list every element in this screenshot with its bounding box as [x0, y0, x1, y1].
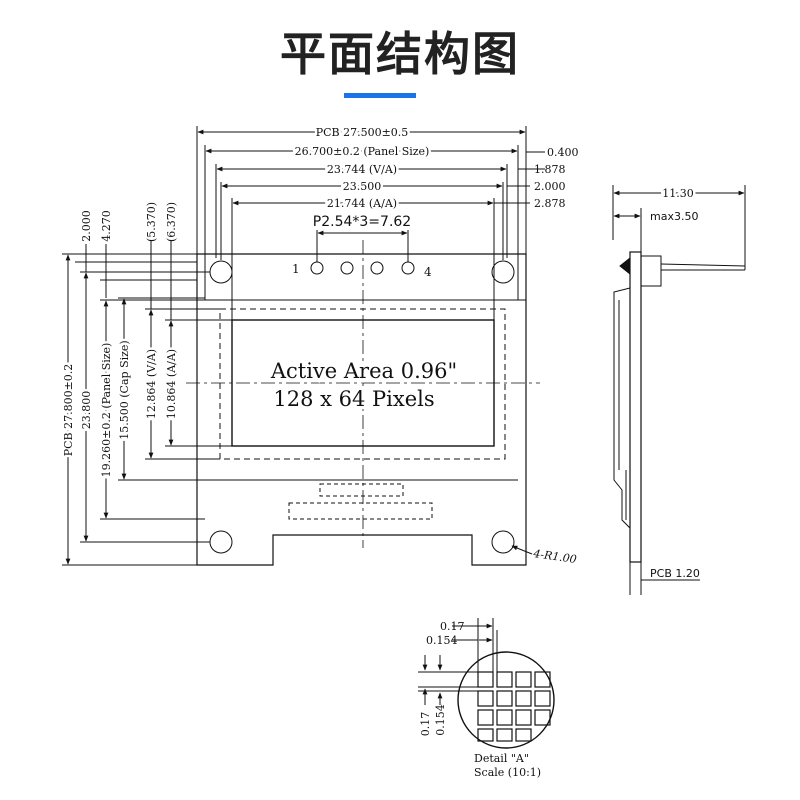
label-pin-last: 4: [424, 265, 432, 279]
label-side-max: max3.50: [650, 210, 698, 223]
fpc-block: [288, 502, 433, 520]
label-va-width: 23.744 (V/A): [327, 163, 397, 176]
hole-leader: [511, 545, 533, 555]
label-pitch: P2.54*3=7.62: [313, 214, 411, 230]
side-panel: [613, 287, 631, 529]
side-view: [612, 185, 746, 595]
pin-4: [401, 261, 415, 275]
detail-circle: [457, 651, 555, 749]
label-side-width: 11.30: [662, 187, 694, 200]
label-pin-first: 1: [292, 262, 300, 276]
label-detail-017-top: 0.17: [440, 620, 465, 633]
pcb-outline: [196, 253, 527, 566]
label-aa-width: 21.744 (A/A): [327, 197, 397, 210]
mount-hole-top-left: [209, 260, 233, 284]
label-pcb-width: PCB 27.500±0.5: [316, 126, 409, 139]
mount-hole-top-right: [491, 260, 515, 284]
label-panel-height: 19.260±0.2 (Panel Size): [100, 343, 113, 478]
detail-a: [418, 618, 555, 749]
pixel-grid: [477, 671, 551, 742]
front-view: [62, 126, 545, 566]
label-2000-v: 2.000: [80, 210, 93, 242]
label-panel-width: 26.700±0.2 (Panel Size): [295, 145, 430, 158]
label-side-pcb: PCB 1.20: [650, 567, 700, 580]
label-5370-v: (5.370): [145, 202, 158, 242]
viewing-area-dashed: [219, 308, 506, 460]
label-cap-height: 15.500 (Cap Size): [118, 340, 131, 439]
label-23500-width: 23.500: [343, 180, 382, 193]
title-underline: [344, 93, 416, 98]
label-aa-height: 10.864 (A/A): [165, 349, 178, 419]
ic-block: [319, 483, 404, 497]
label-2000: 2.000: [534, 180, 566, 193]
label-active-area: Active Area 0.96": [270, 359, 457, 383]
label-pixels: 128 x 64 Pixels: [273, 387, 434, 411]
label-6370-v: (6.370): [165, 202, 178, 242]
pin-1: [310, 261, 324, 275]
label-2878: 2.878: [534, 197, 566, 210]
pin-3: [370, 261, 384, 275]
label-detail-0154-left: 0.154: [434, 704, 447, 736]
mount-hole-bottom-left: [209, 530, 233, 554]
mount-hole-bottom-right: [491, 530, 515, 554]
side-pcb: [629, 251, 642, 563]
side-pin-header: [641, 255, 662, 287]
pin-2: [340, 261, 354, 275]
label-0400: 0.400: [547, 146, 579, 159]
label-detail-scale: Scale (10:1): [474, 766, 541, 779]
label-detail-017-left: 0.17: [419, 712, 432, 737]
label-detail-title: Detail "A": [474, 752, 529, 765]
label-detail-0154-top: 0.154: [426, 634, 458, 647]
label-23800-height: 23.800: [80, 391, 93, 430]
label-1878: 1.878: [534, 163, 566, 176]
label-va-height: 12.864 (V/A): [145, 349, 158, 419]
label-hole-radius: 4-R1.00: [532, 547, 578, 566]
label-pcb-height: PCB 27.800±0.2: [62, 364, 75, 457]
page-title: 平面结构图: [280, 27, 520, 81]
label-4270-v: 4.270: [100, 210, 113, 242]
